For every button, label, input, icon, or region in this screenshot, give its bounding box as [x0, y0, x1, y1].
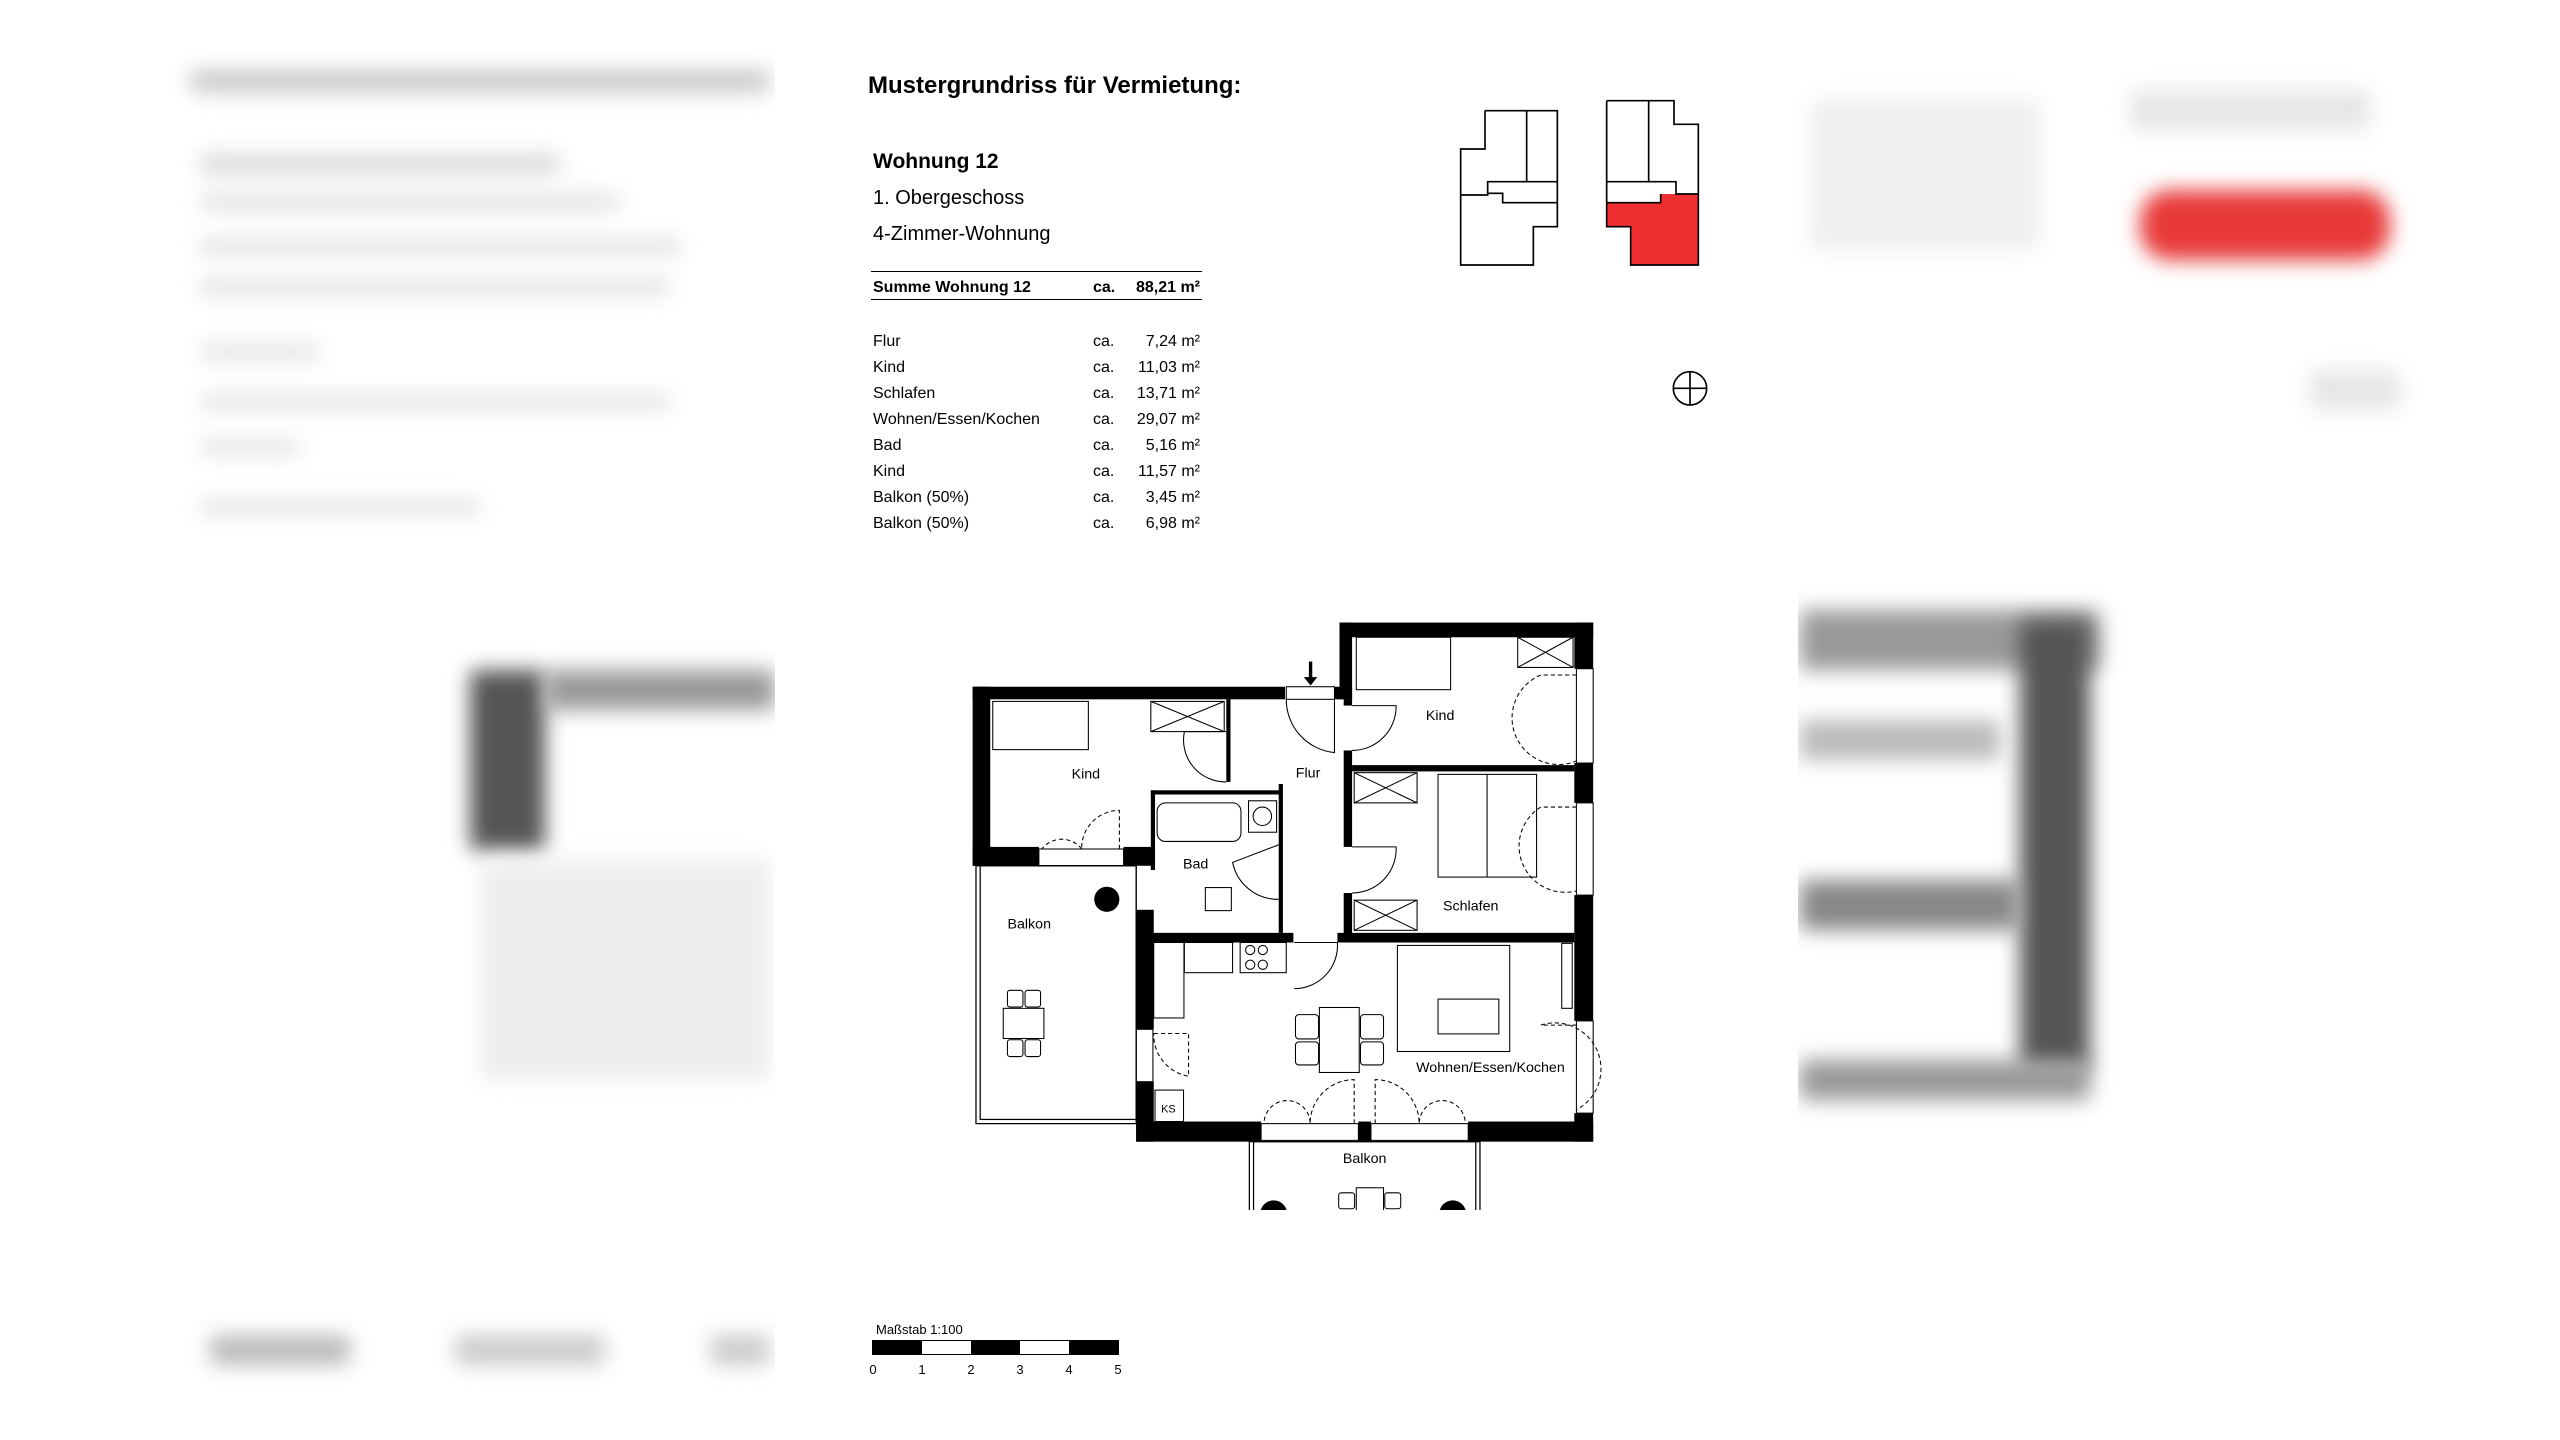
room-name: Balkon (50%) [873, 515, 970, 532]
scale-tick: 4 [1065, 1362, 1073, 1377]
label-kind-left: Kind [1072, 767, 1101, 783]
room-row: Schlafen ca. 13,71 m² [871, 385, 1202, 407]
room-ca: ca. [1093, 463, 1115, 480]
room-ca: ca. [1093, 437, 1115, 454]
room-row: Wohnen/Essen/Kochen ca. 29,07 m² [871, 411, 1202, 433]
room-labels: Kind Flur Kind Bad Schlafen Balkon Wohne… [1007, 708, 1564, 1167]
scale-bar [872, 1340, 1119, 1355]
walls [972, 622, 1594, 1142]
label-flur: Flur [1296, 766, 1321, 782]
room-name: Schlafen [873, 385, 936, 402]
room-ca: ca. [1093, 515, 1115, 532]
room-row: Balkon (50%) ca. 3,45 m² [871, 489, 1202, 511]
scale-tick: 1 [918, 1362, 926, 1377]
scale-label: Maßstab 1:100 [876, 1322, 963, 1337]
plants [1094, 661, 1466, 1210]
room-row: Kind ca. 11,57 m² [871, 463, 1202, 485]
room-area: 6,98 m² [1145, 515, 1200, 532]
scale-tick: 0 [869, 1362, 877, 1377]
key-plan [1459, 99, 1708, 406]
room-row: Bad ca. 5,16 m² [871, 437, 1202, 459]
label-bad: Bad [1183, 857, 1208, 873]
room-row: Flur ca. 7,24 m² [871, 333, 1202, 355]
key-plan-building-left [1459, 109, 1559, 266]
room-ca: ca. [1093, 333, 1115, 350]
room-name: Kind [873, 359, 906, 376]
door-swings [1041, 674, 1602, 1124]
room-area: 11,03 m² [1138, 359, 1200, 376]
room-area: 7,24 m² [1145, 333, 1200, 350]
room-name: Wohnen/Essen/Kochen [873, 411, 1040, 428]
apartment-type: 4-Zimmer-Wohnung [873, 223, 1051, 245]
scale-tick: 2 [967, 1362, 975, 1377]
entrance-arrow-icon [1303, 677, 1318, 686]
floor-plan: Kind Flur Kind Bad Schlafen Balkon Wohne… [972, 622, 1602, 1210]
label-kind-right: Kind [1426, 708, 1455, 724]
room-ca: ca. [1093, 489, 1115, 506]
north-crosshair-icon [1672, 370, 1708, 406]
room-name: Balkon (50%) [873, 489, 970, 506]
balconies [975, 865, 1481, 1210]
room-row: Kind ca. 11,03 m² [871, 359, 1202, 381]
windows-and-furniture [992, 636, 1594, 1210]
label-balkon-left: Balkon [1007, 917, 1051, 933]
room-area: 29,07 m² [1136, 411, 1200, 428]
page-title: Mustergrundriss für Vermietung: [868, 72, 1242, 99]
apartment-name: Wohnung 12 [873, 150, 999, 173]
label-ks: KS [1161, 1103, 1176, 1115]
room-area: 3,45 m² [1145, 489, 1200, 506]
room-area: 13,71 m² [1136, 385, 1200, 402]
summary-row: Summe Wohnung 12 ca. 88,21 m² [871, 279, 1202, 300]
label-wohnen: Wohnen/Essen/Kochen [1416, 1060, 1565, 1076]
label-schlafen: Schlafen [1443, 899, 1498, 915]
room-row: Balkon (50%) ca. 6,98 m² [871, 515, 1202, 537]
key-plan-highlighted-unit [1606, 194, 1699, 265]
floor-plan-sheet [775, 0, 1798, 1440]
room-area: 5,16 m² [1145, 437, 1200, 454]
apartment-floor: 1. Obergeschoss [873, 187, 1025, 209]
key-plan-building-right [1605, 99, 1700, 266]
room-ca: ca. [1093, 359, 1115, 376]
room-ca: ca. [1093, 411, 1115, 428]
room-name: Bad [873, 437, 902, 454]
room-name: Flur [873, 333, 901, 350]
divider [871, 271, 1202, 272]
scale-tick: 5 [1114, 1362, 1122, 1377]
summary-value: 88,21 m² [1135, 279, 1200, 296]
room-area: 11,57 m² [1138, 463, 1200, 480]
label-balkon-bottom: Balkon [1343, 1151, 1387, 1167]
room-ca: ca. [1093, 385, 1115, 402]
summary-ca: ca. [1093, 279, 1116, 296]
room-name: Kind [873, 463, 906, 480]
summary-label: Summe Wohnung 12 [873, 279, 1031, 296]
scale-tick: 3 [1016, 1362, 1024, 1377]
